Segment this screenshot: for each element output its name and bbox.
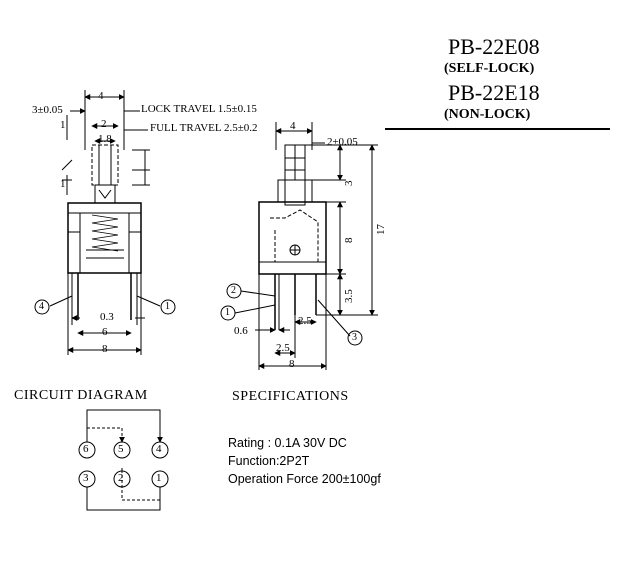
circuit-pin-6: 6 — [83, 443, 89, 455]
side-pin-a-label: 2 — [231, 285, 236, 296]
side-dim-total: 17 — [375, 224, 387, 235]
side-dim-pitch-bottom: 2.5 — [276, 342, 290, 354]
mode-label-non-lock: (NON-LOCK) — [444, 107, 531, 122]
front-view-drawing — [34, 90, 176, 355]
specifications-title: SPECIFICATIONS — [232, 389, 349, 404]
side-pin-b-label: 1 — [225, 307, 230, 318]
side-view-drawing — [220, 122, 378, 370]
front-dim-top-width: 4 — [98, 90, 104, 102]
side-dim-body: 8 — [343, 237, 355, 244]
side-dim-right-offset: 2±0.05 — [327, 136, 358, 148]
side-dim-pin-len: 3.5 — [343, 289, 355, 303]
side-pin-c-label: 3 — [352, 332, 357, 343]
circuit-diagram-title: CIRCUIT DIAGRAM — [14, 388, 148, 403]
front-dim-cap-inner: 1.8 — [98, 133, 112, 145]
circuit-pin-3: 3 — [83, 472, 89, 484]
circuit-pin-1: 1 — [156, 472, 162, 484]
front-dim-side-1: 1 — [60, 119, 66, 131]
circuit-pin-4: 4 — [156, 443, 162, 455]
circuit-diagram — [78, 409, 169, 511]
front-dim-left-offset: 3±0.05 — [32, 104, 63, 116]
side-dim-pin-thick: 0.6 — [234, 325, 248, 337]
side-dim-body-width: 8 — [289, 358, 295, 370]
side-dim-pitch-top: 2.5 — [298, 315, 312, 327]
spec-rating: Rating : 0.1A 30V DC — [228, 436, 347, 450]
front-dim-side-1b: 1 — [60, 178, 66, 190]
spec-function: Function:2P2T — [228, 454, 310, 468]
model-number-non-lock: PB-22E18 — [448, 80, 540, 105]
front-pin-left-label: 4 — [39, 301, 44, 312]
circuit-pin-5: 5 — [118, 443, 124, 455]
lock-travel-label: LOCK TRAVEL 1.5±0.15 — [141, 103, 257, 115]
front-dim-cap-width: 2 — [101, 118, 107, 130]
side-dim-stem: 3 — [343, 180, 355, 187]
front-dim-pin-span: 6 — [102, 326, 108, 338]
model-number-self-lock: PB-22E08 — [448, 34, 540, 59]
front-pin-right-label: 1 — [165, 301, 170, 312]
spec-operation-force: Operation Force 200±100gf — [228, 472, 381, 486]
full-travel-label: FULL TRAVEL 2.5±0.2 — [150, 122, 258, 134]
mode-label-self-lock: (SELF-LOCK) — [444, 61, 535, 76]
front-dim-body-width: 8 — [102, 343, 108, 355]
front-dim-pin: 0.3 — [100, 311, 114, 323]
circuit-pin-2: 2 — [118, 472, 124, 484]
side-dim-top-width: 4 — [290, 120, 296, 132]
